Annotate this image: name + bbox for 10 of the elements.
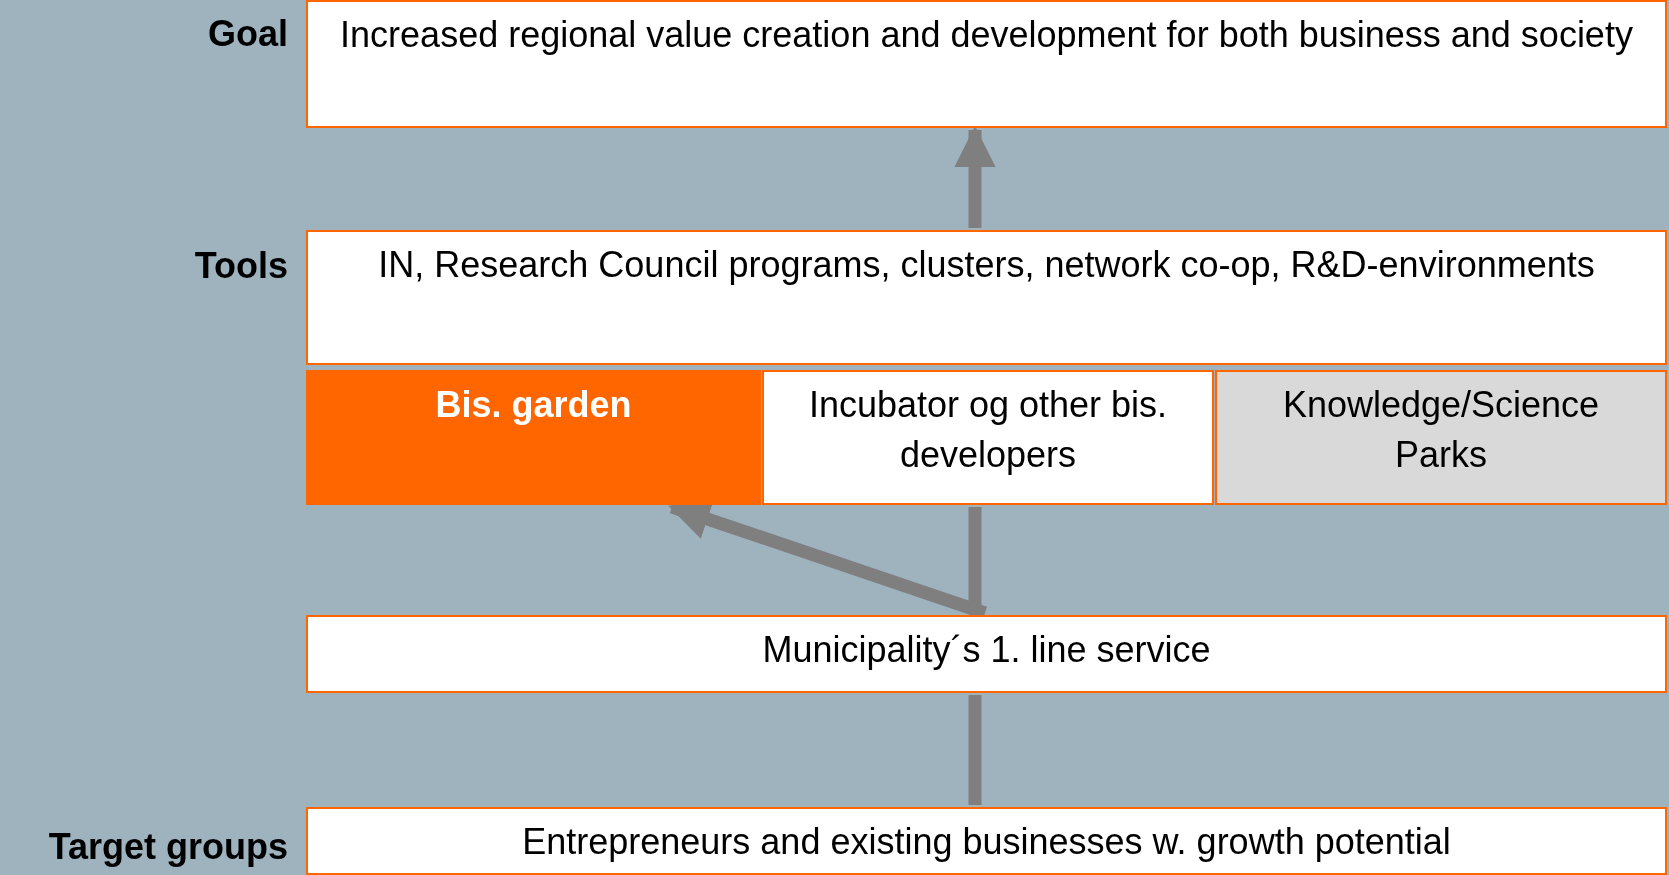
text-box: Knowledge/Science Parks (1215, 370, 1667, 505)
row-label: Goal (208, 12, 288, 56)
text-box: Incubator og other bis. developers (762, 370, 1214, 505)
text-box: Entrepreneurs and existing businesses w. growth potential (306, 807, 1667, 875)
row-label: Target groups (48, 824, 288, 869)
text-box: Municipality´s 1. line service (306, 615, 1667, 693)
text-box: IN, Research Council programs, clusters, network co-op, R&D-environments (306, 230, 1667, 365)
text-box: Increased regional value creation and development for both business and society (306, 0, 1667, 128)
row-label: Tools (194, 244, 288, 288)
highlighted-box: Bis. garden (306, 370, 761, 505)
